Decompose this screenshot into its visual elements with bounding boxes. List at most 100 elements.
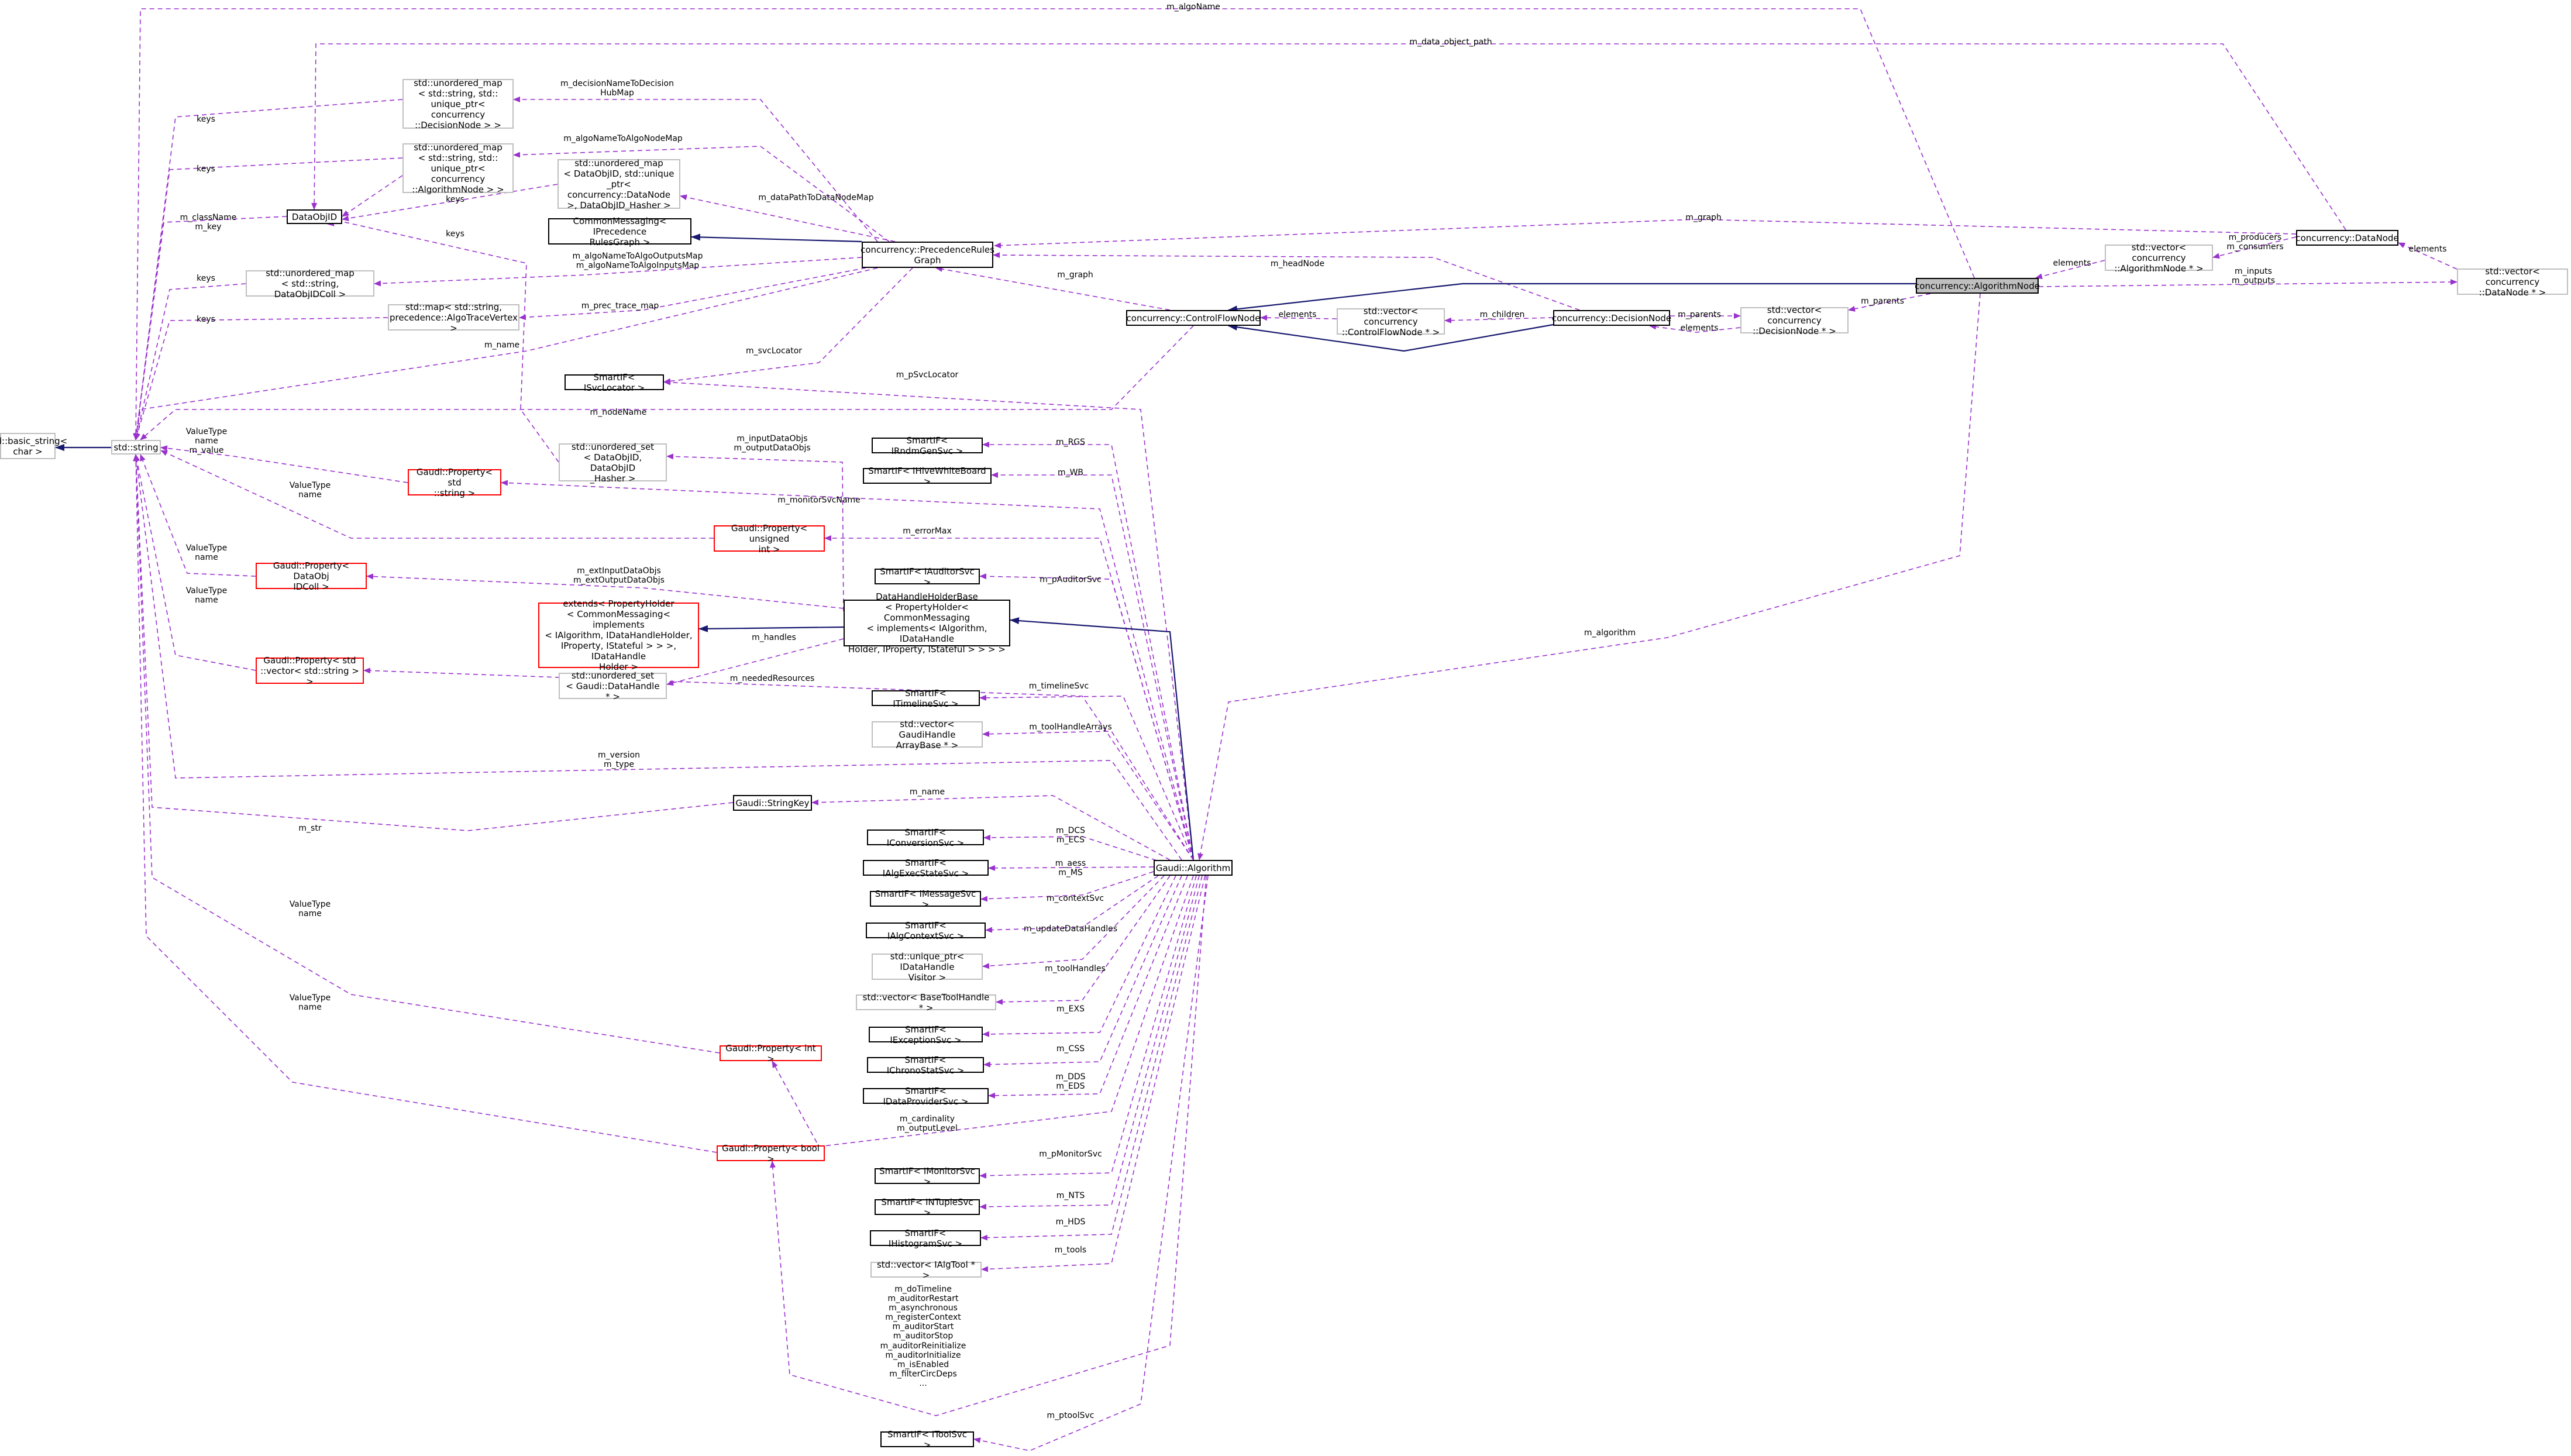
edge-label-keys-4: keys: [446, 229, 464, 239]
usage-edge: [935, 266, 1171, 311]
node-std-string[interactable]: std::string: [111, 440, 161, 455]
node-vec-decision[interactable]: std::vector< concurrency ::DecisionNode …: [1740, 305, 1849, 336]
node-prop-idcoll[interactable]: Gaudi::Property< DataObj IDColl >: [256, 560, 367, 592]
usage-edge: [988, 865, 1154, 871]
node-prop-string[interactable]: Gaudi::Property< std ::string >: [408, 467, 501, 498]
node-vec-handlearray[interactable]: std::vector< GaudiHandle ArrayBase * >: [872, 719, 983, 751]
node-decisionnode[interactable]: concurrency::DecisionNode: [1552, 310, 1671, 326]
node-toolsvc[interactable]: SmartIF< IToolSvc >: [880, 1429, 974, 1450]
node-monitor[interactable]: SmartIF< IMonitorSvc >: [875, 1166, 980, 1187]
usage-edge: [983, 834, 1165, 863]
node-umap-decision[interactable]: std::unordered_map < std::string, std:: …: [402, 78, 514, 130]
usage-edge: [133, 8, 1975, 440]
usage-edge: [342, 175, 403, 217]
edge-label-str: m_str: [298, 824, 322, 833]
usage-edge: [363, 667, 1194, 860]
usage-edge: [991, 472, 1194, 860]
node-map-trace[interactable]: std::map< std::string, precedence::AlgoT…: [388, 302, 519, 333]
node-algexecstate[interactable]: SmartIF< IAlgExecStateSvc >: [863, 858, 989, 879]
node-prop-int[interactable]: Gaudi::Property< int >: [720, 1043, 822, 1064]
node-umap-idcoll[interactable]: std::unordered_map < std::string, DataOb…: [246, 268, 374, 300]
edge-label-valuetype-5: ValueType name: [289, 900, 331, 919]
edge-label-toolhandles: m_toolHandles: [1045, 964, 1106, 973]
usage-edge: [680, 194, 896, 242]
usage-edge: [513, 146, 890, 242]
usage-edge: [982, 731, 1194, 860]
edge-label-contextsvc: m_contextSvc: [1046, 894, 1104, 903]
edge-label-children: m_children: [1479, 310, 1525, 319]
node-stringkey[interactable]: Gaudi::StringKey: [733, 795, 812, 811]
node-dhhb[interactable]: DataHandleHolderBase < PropertyHolder< C…: [844, 591, 1010, 655]
node-hivewb[interactable]: SmartIF< IHiveWhiteBoard >: [863, 466, 992, 487]
usage-edge: [134, 283, 246, 440]
node-uptr-visitor[interactable]: std::unique_ptr< IDataHandle Visitor >: [872, 951, 983, 983]
usage-edge: [979, 573, 1194, 860]
node-svclocator[interactable]: SmartIF< ISvcLocator >: [565, 372, 664, 393]
usage-edge: [160, 450, 714, 539]
node-prop-vecstring[interactable]: Gaudi::Property< std ::vector< std::stri…: [256, 655, 364, 687]
edge-label-timelinesvc: m_timelineSvc: [1028, 681, 1089, 691]
edge-label-elements-1: elements: [1278, 310, 1317, 319]
node-timelinesvc[interactable]: SmartIF< ITimelineSvc >: [872, 688, 980, 709]
usage-edge: [140, 454, 256, 577]
node-uset-datahandle[interactable]: std::unordered_set < Gaudi::DataHandle *…: [559, 670, 667, 702]
usage-edge: [979, 875, 1200, 1210]
edge-label-nodename: m_nodeName: [590, 408, 647, 417]
usage-edge: [513, 97, 878, 242]
edge-label-exs: m_EXS: [1056, 1004, 1085, 1014]
node-extends[interactable]: extends< PropertyHolder < CommonMessagin…: [538, 598, 699, 672]
edge-label-svclocator: m_svcLocator: [745, 346, 803, 356]
node-conversion[interactable]: SmartIF< IConversionSvc >: [867, 827, 984, 848]
node-vec-algnode[interactable]: std::vector< concurrency ::AlgorithmNode…: [2105, 242, 2213, 274]
node-cfnode[interactable]: concurrency::ControlFlowNode: [1126, 310, 1261, 326]
node-vec-datanode[interactable]: std::vector< concurrency ::DataNode * >: [2457, 266, 2568, 298]
node-umap-algorithm[interactable]: std::unordered_map < std::string, std:: …: [402, 142, 514, 195]
node-algorithmnode[interactable]: concurrency::AlgorithmNode: [1915, 278, 2040, 294]
node-basic-string[interactable]: std::basic_string< char >: [0, 433, 67, 459]
node-prop-uint[interactable]: Gaudi::Property< unsigned int >: [714, 523, 825, 555]
node-uset-dataobj[interactable]: std::unordered_set < DataObjID, DataObjI…: [559, 442, 667, 484]
node-datanode[interactable]: concurrency::DataNode: [2295, 230, 2399, 246]
node-umap-datapath[interactable]: std::unordered_map < DataObjID, std::uni…: [557, 158, 680, 211]
edge-label-errormax: m_errorMax: [903, 526, 952, 536]
edge-label-monitorsvcname: m_monitorSvcName: [777, 495, 861, 505]
node-algorithm[interactable]: Gaudi::Algorithm: [1154, 860, 1233, 876]
node-algcontext[interactable]: SmartIF< IAlgContextSvc >: [866, 920, 986, 941]
node-messagesvc[interactable]: SmartIF< IMessageSvc >: [870, 889, 981, 910]
inheritance-edge: [1228, 283, 1916, 313]
node-vec-algtool[interactable]: std::vector< IAlgTool * >: [870, 1259, 982, 1281]
edge-label-headnode: m_headNode: [1270, 259, 1325, 269]
usage-edge: [985, 875, 1159, 933]
usage-edge: [133, 454, 734, 831]
usage-edge: [982, 875, 1165, 969]
node-histogram[interactable]: SmartIF< IHistogramSvc >: [870, 1228, 981, 1249]
edge-label-prec-trace-map: m_prec_trace_map: [581, 301, 659, 311]
usage-edge: [366, 573, 844, 609]
edge-label-ptoolsvc: m_ptoolSvc: [1047, 1411, 1095, 1420]
node-ntuple[interactable]: SmartIF< INTupleSvc >: [875, 1197, 980, 1218]
usage-edge: [2035, 260, 2105, 280]
edge-label-datapath-nodemap: m_dataPathToDataNodeMap: [758, 193, 874, 202]
inheritance-edge: [1010, 617, 1195, 860]
node-exception[interactable]: SmartIF< IExceptionSvc >: [869, 1024, 983, 1045]
edge-label-parents-2: m_parents: [1861, 297, 1904, 306]
edge-label-updatedatahandles: m_updateDataHandles: [1023, 924, 1118, 934]
node-rndmgen[interactable]: SmartIF< IRndmGenSvc >: [872, 435, 983, 456]
edge-label-valuetype-3: ValueType name: [185, 543, 228, 563]
usage-edge: [2212, 236, 2297, 259]
node-vec-basetool[interactable]: std::vector< BaseToolHandle * >: [856, 992, 996, 1013]
usage-edge: [311, 43, 2346, 230]
node-dataobjid[interactable]: DataObjID: [287, 209, 342, 224]
node-prgraph[interactable]: concurrency::PrecedenceRules Graph: [861, 242, 994, 268]
edge-label-algoname: m_algoName: [1166, 2, 1220, 12]
node-auditorsvc[interactable]: SmartIF< IAuditorSvc >: [875, 566, 980, 587]
edge-label-name-1: m_name: [484, 340, 520, 350]
node-chrono[interactable]: SmartIF< IChronoStatSvc >: [867, 1055, 984, 1076]
node-irules[interactable]: CommonMessaging< IPrecedence RulesGraph …: [548, 216, 691, 247]
node-dataprovider[interactable]: SmartIF< IDataProviderSvc >: [863, 1086, 989, 1107]
usage-edge: [134, 454, 256, 671]
edge-label-algorithm: m_algorithm: [1584, 628, 1636, 638]
usage-edge: [1444, 317, 1554, 323]
node-prop-bool[interactable]: Gaudi::Property< bool >: [717, 1143, 825, 1164]
node-vec-cfnode[interactable]: std::vector< concurrency ::ControlFlowNo…: [1337, 306, 1445, 338]
